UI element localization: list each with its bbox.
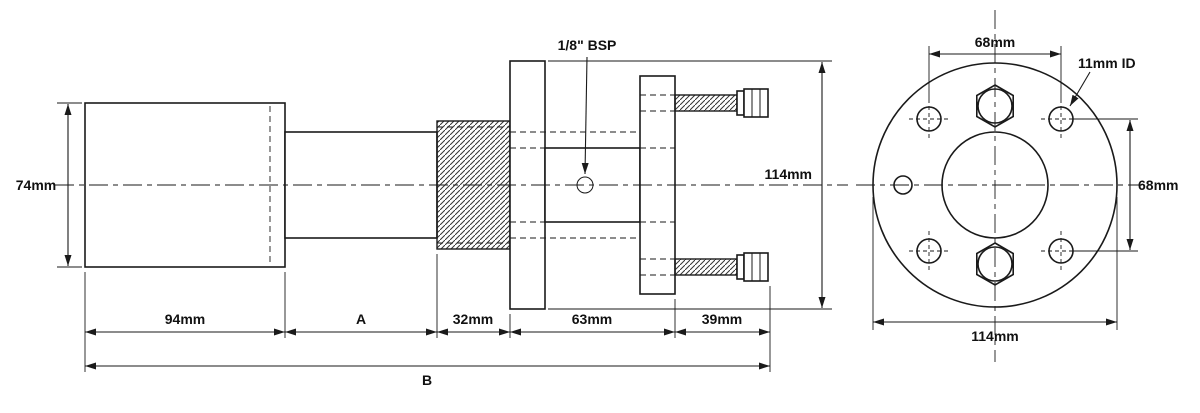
bsp-leader-line bbox=[581, 56, 589, 175]
bsp-port-circle bbox=[576, 176, 594, 194]
dim-a-label: A bbox=[356, 311, 366, 327]
bottom-hex-nut bbox=[975, 242, 1015, 286]
bsp-port-end-circle bbox=[893, 175, 913, 195]
bottom-stud bbox=[674, 258, 738, 276]
top-stud-nut bbox=[743, 88, 769, 118]
dim-bolt-spacing-top: 68mm bbox=[928, 34, 1062, 99]
dim-114mm-side-label: 114mm bbox=[765, 166, 812, 182]
bolt-hole-callout: 11mm ID bbox=[1069, 55, 1136, 107]
dim-32mm-label: 32mm bbox=[453, 311, 493, 327]
bottom-nut-chamfer-circle bbox=[977, 246, 1013, 282]
end-view: 68mm 68mm 11mm ID 114mm bbox=[856, 10, 1178, 362]
dim-bolt-spacing-right: 68mm bbox=[1073, 118, 1178, 252]
bottom-stud-nut bbox=[743, 252, 769, 282]
dim-body-diameter: 74mm bbox=[16, 102, 82, 268]
dim-11mm-id-label: 11mm ID bbox=[1078, 55, 1136, 71]
side-view: 1/8" BSP 74mm 114mm bbox=[16, 37, 848, 388]
dim-chain-bottom: 94mm A 32mm 63mm 39mm bbox=[84, 254, 771, 372]
dim-74mm-label: 74mm bbox=[16, 177, 56, 193]
bottom-stud-washer bbox=[736, 254, 745, 280]
bsp-port-callout: 1/8" BSP bbox=[558, 37, 617, 175]
dim-94mm-label: 94mm bbox=[165, 311, 205, 327]
top-stud bbox=[674, 94, 738, 112]
dim-flange-height: 114mm bbox=[548, 60, 832, 310]
dim-68mm-right-label: 68mm bbox=[1138, 177, 1178, 193]
dim-114mm-end-label: 114mm bbox=[971, 328, 1018, 344]
hex-nuts bbox=[975, 84, 1015, 286]
dim-63mm-label: 63mm bbox=[572, 311, 612, 327]
dim-flange-diameter: 114mm bbox=[872, 197, 1118, 344]
dim-68mm-top-label: 68mm bbox=[975, 34, 1015, 50]
top-stud-washer bbox=[736, 90, 745, 116]
top-hex-nut bbox=[975, 84, 1015, 128]
dim-b-label: B bbox=[422, 372, 432, 388]
bsp-port-label: 1/8" BSP bbox=[558, 37, 617, 53]
top-nut-chamfer-circle bbox=[977, 88, 1013, 124]
dim-overall-length: B bbox=[85, 362, 770, 388]
callout-leader-line bbox=[1069, 71, 1091, 107]
dim-39mm-label: 39mm bbox=[702, 311, 742, 327]
